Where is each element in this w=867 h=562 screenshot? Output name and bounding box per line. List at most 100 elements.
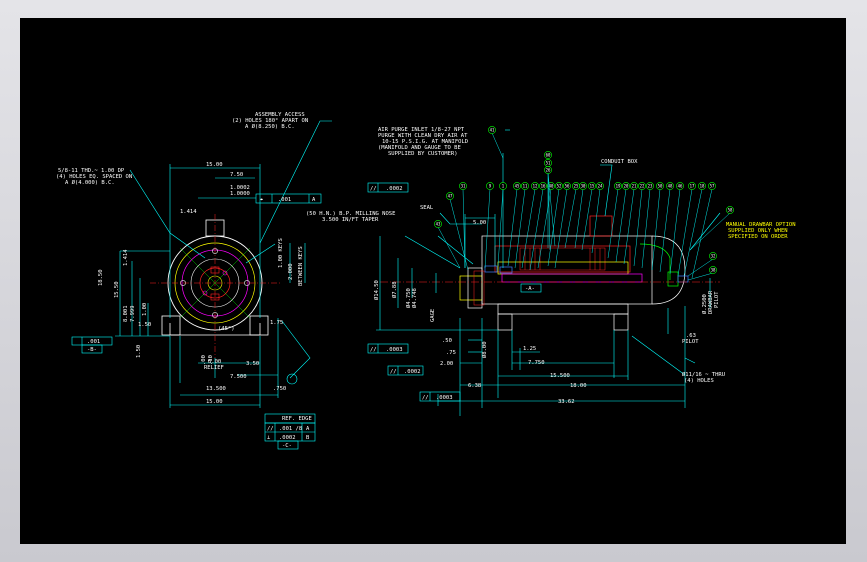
balloon-label: 20 xyxy=(624,183,629,188)
drawbar-note-line2: SUPPLIED ONLY WHEN xyxy=(728,228,788,234)
ref-edge-r2-sym: ⊥ xyxy=(267,435,271,441)
left-view-annotations: ASSEMBLY ACCESS (2) HOLES 180° APART ON … xyxy=(56,112,316,449)
balloon-circle xyxy=(544,166,552,174)
balloon-leader xyxy=(633,188,643,267)
balloon-circle xyxy=(486,182,494,190)
dim-gage: GAGE xyxy=(430,309,436,322)
dim-750: 7.50 xyxy=(230,172,243,178)
right-side-view xyxy=(380,215,720,331)
balloon-label: 40 xyxy=(549,183,554,188)
dim-1-25: 1.25 xyxy=(523,346,536,352)
balloon-leader xyxy=(437,226,461,269)
ref-edge-r2-datum: B xyxy=(306,435,310,441)
balloon-label: 1 xyxy=(502,183,505,188)
drawbar-note-line3: SPECIFIED ON ORDER xyxy=(728,234,788,240)
purge-line3: 10-15 P.S.I.G. AT MANIFOLD xyxy=(382,139,468,145)
balloon-label: 52 xyxy=(557,183,562,188)
dim-33-62: 33.62 xyxy=(558,399,575,405)
dim-2000: 2.000 xyxy=(288,263,294,280)
dim-pilot: PILOT xyxy=(682,339,699,345)
seal-label: SEAL xyxy=(420,205,434,211)
balloon-label: 18 xyxy=(700,183,705,188)
balloon-label: 19 xyxy=(616,183,621,188)
dim-18-50: 18.50 xyxy=(98,269,104,286)
balloon-leader xyxy=(564,188,577,249)
dim-1-50a: 1.50 xyxy=(138,322,151,328)
balloon-leader xyxy=(547,188,560,267)
bolt-hole xyxy=(222,270,228,276)
balloon-circle xyxy=(688,182,696,190)
balloon-label: 30 xyxy=(581,183,586,188)
holes-note-line1: 5/8-11 THD.~ 1.00 DP xyxy=(58,168,125,174)
balloon-circle xyxy=(698,182,706,190)
balloon-leader xyxy=(521,188,536,269)
cad-canvas: ASSEMBLY ACCESS (2) HOLES 180° APART ON … xyxy=(56,112,796,450)
ref-edge-title: REF. EDGE xyxy=(282,416,312,422)
dim-1-00-keys: 1.00 KEYS xyxy=(278,238,284,268)
balloon-label: 38 xyxy=(711,267,716,272)
dim-relief: RELIEF xyxy=(204,365,224,371)
balloon-leader xyxy=(689,212,731,251)
dim-6-38: 6.38 xyxy=(468,383,481,389)
dim-7-500: 7.500 xyxy=(230,374,247,380)
balloon-circle xyxy=(488,126,496,134)
balloon-leader xyxy=(615,188,627,263)
balloon-label: 9 xyxy=(489,183,492,188)
balloon-circle xyxy=(709,252,717,260)
assembly-access-line2: (2) HOLES 180° APART ON xyxy=(232,118,308,124)
fcf-low-val: .0002 xyxy=(404,369,421,375)
drawing-sheet: ASSEMBLY ACCESS (2) HOLES 180° APART ON … xyxy=(20,18,846,544)
fcf-top-value: .001 xyxy=(278,197,291,203)
balloon-leader xyxy=(687,272,714,281)
balloon-label: 21 xyxy=(632,183,637,188)
balloon-circle xyxy=(588,182,596,190)
balloon-leader xyxy=(651,188,661,271)
purge-line4: (MANIFOLD AND GAUGE TO BE xyxy=(378,145,461,151)
dim-750b: .750 xyxy=(273,386,286,392)
balloon-label: 50 xyxy=(658,183,663,188)
balloon-label: 43 xyxy=(436,221,441,226)
balloon-label: 45 xyxy=(515,183,520,188)
fcf-top-sym: // xyxy=(370,186,377,192)
balloon-circle xyxy=(709,266,717,274)
fcf-bottom-sym: // xyxy=(422,395,429,401)
dim-13-500: 13.500 xyxy=(206,386,226,392)
balloon-leader xyxy=(659,188,671,273)
balloon-label: 58 xyxy=(728,207,733,212)
conduit-box-label: CONDUIT BOX xyxy=(601,159,638,165)
fcf-mid-val: .0003 xyxy=(386,347,403,353)
dim-7-88: Ø7.88 xyxy=(391,281,398,298)
balloon-label: 11 xyxy=(523,183,528,188)
left-end-view xyxy=(71,120,332,450)
balloon-leader xyxy=(607,188,619,259)
dim-3-50: 3.50 xyxy=(246,361,259,367)
spindle-nose xyxy=(459,275,483,301)
dim-1-0000: 1.0000 xyxy=(230,191,250,197)
balloon-leader xyxy=(581,188,593,251)
balloon-leader xyxy=(547,165,551,251)
balloon-label: 47 xyxy=(448,193,453,198)
balloon-label: 57 xyxy=(710,183,715,188)
balloon-leader xyxy=(462,188,466,269)
balloon-circle xyxy=(446,192,454,200)
dim-10: .10 xyxy=(208,355,214,365)
balloon-circle xyxy=(531,182,539,190)
balloon-circle xyxy=(544,151,552,159)
balloon-label: 16 xyxy=(541,183,546,188)
datum-b: -B- xyxy=(87,347,97,353)
balloon-leader xyxy=(591,188,601,254)
ref-edge-r1-sym: // xyxy=(267,426,274,432)
balloon-leader xyxy=(687,258,714,277)
balloon-circle xyxy=(630,182,638,190)
right-view-annotations: AIR PURGE INLET 1/8-27 NPT PURGE WITH CL… xyxy=(306,127,796,405)
right-view-dimensions xyxy=(367,129,721,416)
balloon-circle xyxy=(563,182,571,190)
balloon-leader xyxy=(683,188,703,277)
balloon-label: 60 xyxy=(546,152,551,157)
balloon-circle xyxy=(646,182,654,190)
thru-line1: Ø11/16 ~ THRU xyxy=(682,371,725,378)
dim-15-500: 15.500 xyxy=(550,373,570,379)
balloon-circle xyxy=(726,206,734,214)
